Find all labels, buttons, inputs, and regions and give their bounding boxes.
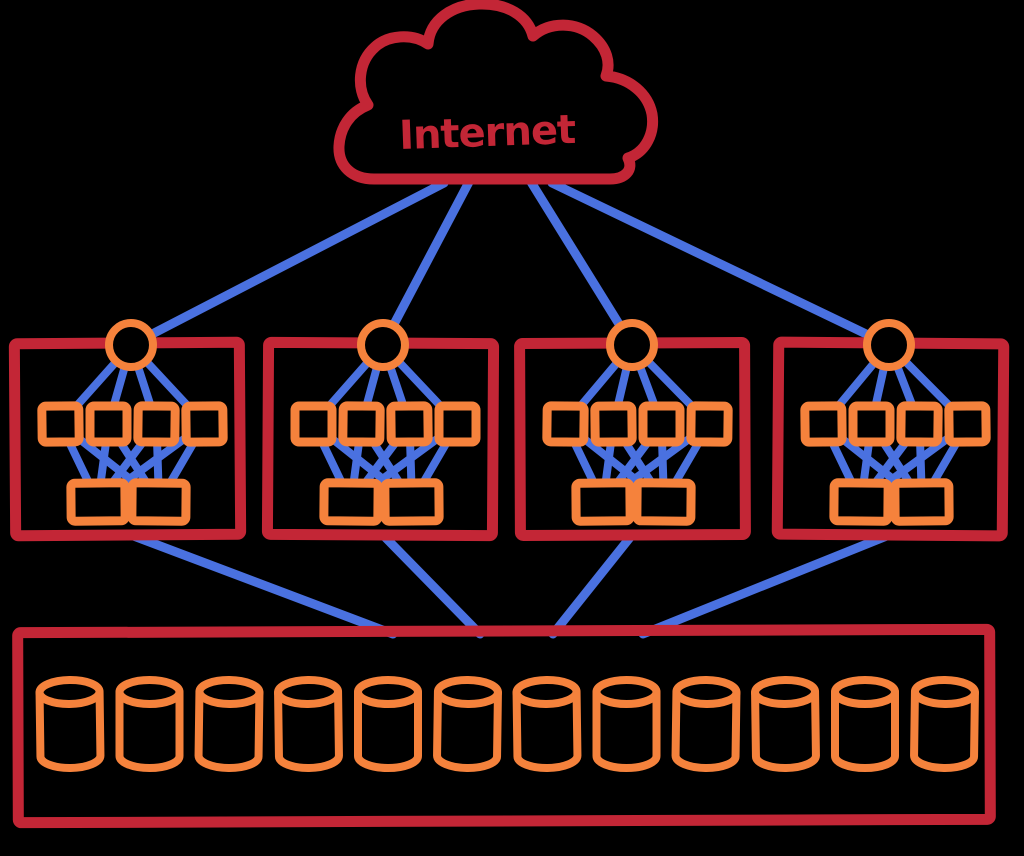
database-cylinder-10 — [751, 675, 820, 772]
cluster-gateway-node-2 — [357, 319, 409, 371]
database-cylinder-top — [354, 676, 422, 708]
cluster-gateway-node-1 — [105, 319, 157, 371]
database-cylinder-body — [35, 687, 105, 772]
database-cylinder-body — [831, 688, 899, 772]
link-internet-cluster-2 — [378, 177, 474, 350]
cluster-server-node-1-1 — [37, 401, 84, 447]
cluster-server-node-2-4 — [434, 401, 481, 447]
database-cylinder-body — [592, 688, 661, 772]
database-cylinder-4 — [274, 675, 343, 772]
cluster-server-node-4-2 — [848, 401, 895, 447]
link-cluster-3-storage — [548, 530, 637, 639]
cluster-cache-node-1-2 — [127, 478, 191, 526]
cluster-server-node-2-2 — [338, 401, 385, 447]
cluster-cache-node-3-2 — [632, 478, 696, 526]
database-cylinder-6 — [433, 675, 502, 772]
cluster-server-node-1-4 — [181, 401, 228, 447]
database-cylinder-top — [831, 676, 899, 708]
database-cylinder-5 — [354, 676, 422, 772]
internet-cloud-shape — [333, 0, 659, 185]
database-cylinder-12 — [910, 675, 979, 772]
database-cylinder-body — [910, 687, 979, 772]
database-cylinder-11 — [831, 676, 899, 772]
cluster-server-node-3-1 — [542, 401, 589, 447]
cluster-server-node-4-4 — [944, 401, 991, 447]
database-cylinder-body — [671, 687, 741, 772]
database-cylinder-top — [751, 675, 820, 709]
database-cylinder-body — [354, 688, 422, 772]
cluster-server-node-3-2 — [590, 401, 637, 447]
cluster-cache-node-4-2 — [890, 478, 954, 526]
cluster-server-node-2-1 — [290, 401, 337, 447]
database-cylinder-top — [910, 675, 979, 709]
database-cylinder-top — [592, 676, 661, 708]
database-cylinder-body — [194, 687, 264, 772]
database-cylinder-3 — [194, 675, 264, 772]
cloud-label: Internet — [398, 107, 576, 159]
cluster-server-node-1-3 — [133, 401, 180, 447]
database-cylinder-body — [751, 687, 820, 772]
database-cylinder-1 — [35, 675, 105, 772]
database-cylinder-body — [115, 688, 184, 772]
database-cylinder-8 — [592, 676, 661, 772]
cluster-gateway-node-3 — [606, 319, 658, 371]
cluster-cache-node-2-1 — [319, 478, 383, 526]
link-cluster-1-storage — [126, 530, 398, 639]
cluster-cache-node-1-1 — [66, 478, 130, 526]
link-internet-cluster-4 — [547, 178, 894, 350]
cluster-server-node-4-3 — [896, 401, 943, 447]
nodes-layer — [37, 319, 991, 526]
database-cylinder-top — [274, 675, 343, 709]
database-cylinder-top — [672, 675, 741, 709]
link-internet-cluster-3 — [526, 177, 637, 350]
database-cylinder-top — [35, 675, 104, 709]
cluster-cache-node-4-1 — [829, 478, 893, 526]
database-cylinder-body — [512, 687, 582, 772]
cluster-server-node-3-4 — [686, 401, 733, 447]
database-cylinder-body — [274, 687, 343, 772]
database-cylinder-top — [433, 675, 502, 709]
cluster-server-node-4-1 — [800, 401, 847, 447]
link-cluster-2-storage — [378, 530, 485, 639]
link-internet-cluster-1 — [126, 178, 449, 350]
database-cylinder-top — [512, 675, 581, 709]
cluster-cache-node-3-1 — [571, 478, 635, 526]
diagram-shapes-layer — [8, 0, 1010, 829]
cluster-server-node-2-3 — [386, 401, 433, 447]
links-layer — [126, 177, 894, 639]
cluster-cache-node-2-2 — [380, 478, 444, 526]
database-cylinder-2 — [115, 676, 184, 772]
database-cylinder-top — [195, 675, 264, 709]
storage-box — [12, 623, 996, 829]
database-cylinder-9 — [671, 675, 741, 772]
database-cylinder-body — [433, 687, 502, 772]
cluster-server-node-1-2 — [85, 401, 132, 447]
cluster-gateway-node-4 — [863, 319, 915, 371]
cluster-server-node-3-3 — [638, 401, 685, 447]
database-cylinder-7 — [512, 675, 582, 772]
databases-layer — [35, 675, 979, 772]
database-cylinder-top — [115, 676, 184, 708]
link-cluster-4-storage — [638, 530, 894, 639]
red-outline-layer — [8, 0, 1010, 829]
